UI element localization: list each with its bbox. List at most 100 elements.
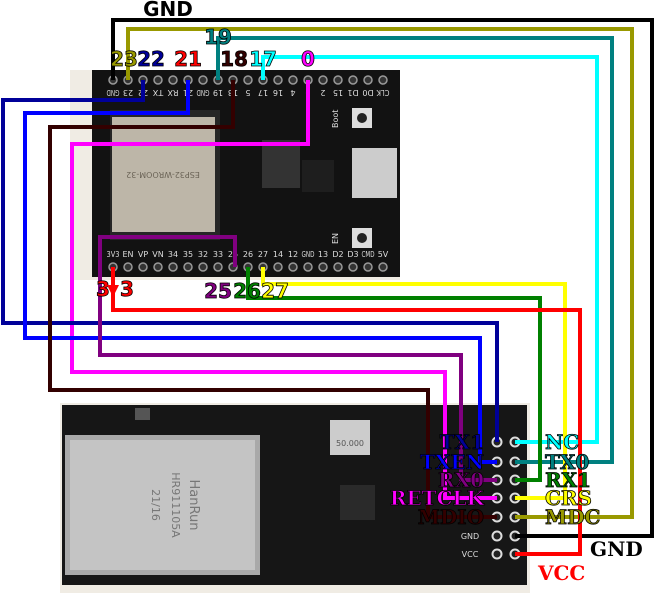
esp32-top-pin-label: TX xyxy=(152,88,164,97)
esp32-top-pin-label: GND xyxy=(107,88,120,97)
esp32-top-pin xyxy=(198,75,208,85)
esp32-top-pin xyxy=(273,75,283,85)
lan-gnd-label: GND xyxy=(590,537,643,561)
esp32-bottom-pin xyxy=(378,262,388,272)
esp32-top-pin xyxy=(168,75,178,85)
pin-0-label: 0 xyxy=(301,47,315,71)
esp32-bottom-pin-label: VN xyxy=(152,250,163,259)
lan8720-chip xyxy=(340,485,375,520)
vcc-silk: VCC xyxy=(462,550,479,559)
gpio27-crs-wire xyxy=(261,267,567,500)
rj45-part: HR911105A xyxy=(169,472,182,538)
esp32-bottom-pin xyxy=(138,262,148,272)
lan-label-retclk: RETCLK xyxy=(390,486,485,510)
esp32-bottom-pin xyxy=(333,262,343,272)
crystal xyxy=(330,420,370,455)
esp32-top-pin-label: 16 xyxy=(273,88,283,97)
lan8720-header-pin xyxy=(491,530,503,542)
pin-23-label: 23 xyxy=(110,47,138,71)
esp32-top-pin-label: 17 xyxy=(258,88,268,97)
esp32-top-pin xyxy=(333,75,343,85)
lan-label-rx1: RX1 xyxy=(545,468,591,492)
lan-label-txen: TXEN xyxy=(420,450,484,474)
esp32-bottom-pin-label: 14 xyxy=(273,250,283,259)
gpio22-tx1-wire xyxy=(1,80,499,442)
pin-17-label: 17 xyxy=(249,47,277,71)
esp32-bottom-pin-label: VP xyxy=(138,250,148,259)
pin-21-label: 21 xyxy=(174,47,202,71)
pin-26-label: 26 xyxy=(233,279,261,303)
esp32-top-pin xyxy=(153,75,163,85)
esp32-top-pin xyxy=(318,75,328,85)
esp32-top-pin xyxy=(243,75,253,85)
esp32-bottom-pin-label: 3V3 xyxy=(107,250,120,259)
arrow-down-icon xyxy=(107,285,119,297)
pin-25-label: 25 xyxy=(204,279,232,303)
crystal-text: 50.000 xyxy=(336,439,364,448)
esp32-bottom-pin-label: GND xyxy=(302,250,315,259)
esp32-bottom-pin-label: 13 xyxy=(318,250,328,259)
esp32-bottom-pin xyxy=(363,262,373,272)
esp32-bottom-pin xyxy=(213,262,223,272)
esp32-bottom-pin xyxy=(198,262,208,272)
lan-label-rx0: RX0 xyxy=(438,468,484,492)
esp32-top-pin-label: CLK xyxy=(376,88,390,97)
en-label: EN xyxy=(331,233,340,244)
lan-label-tx1: TX1 xyxy=(440,430,484,454)
esp32-bottom-pin xyxy=(123,262,133,272)
pin-19-label: 19 xyxy=(204,25,232,49)
esp32-bottom-pin-label: 5V xyxy=(378,250,389,259)
gpio26-rx1-wire xyxy=(246,267,542,482)
esp32-bottom-pin xyxy=(273,262,283,272)
esp32-bottom-pin xyxy=(303,262,313,272)
lan-label-tx0: TX0 xyxy=(545,450,589,474)
esp32-bottom-pin-label: D2 xyxy=(332,250,343,259)
esp32-bottom-pin-label: 12 xyxy=(288,250,298,259)
gpio17-nc-wire xyxy=(261,55,599,444)
esp32-bottom-pin-label: CMD xyxy=(362,250,375,259)
esp32-bottom-pin xyxy=(288,262,298,272)
esp32-top-pin xyxy=(288,75,298,85)
esp32-top-pin-label: 4 xyxy=(290,88,295,97)
lan8720-header-pin xyxy=(491,548,503,560)
gnd-top-label: GND xyxy=(143,0,193,21)
esp32-top-pin-label: 5 xyxy=(245,88,250,97)
esp32-top-pin-label: 2 xyxy=(320,88,325,97)
esp32-bottom-pin-label: EN xyxy=(122,250,133,259)
gnd-silk: GND xyxy=(461,532,479,541)
pin-18-label: 18 xyxy=(220,47,248,71)
lan8720-board: HanRun HR911105A 21/16 50.000 GND VCC xyxy=(60,403,530,593)
esp32-top-pin-label: GND xyxy=(197,88,210,97)
gpio0-retclk-wire xyxy=(70,80,497,500)
gpio21-txen-wire xyxy=(23,80,497,464)
esp32-bottom-pin-label: 32 xyxy=(198,250,208,259)
esp32-bottom-pin xyxy=(153,262,163,272)
esp32-top-pin-label: 15 xyxy=(333,88,343,97)
rj45-date: 21/16 xyxy=(149,489,162,521)
boot-label: Boot xyxy=(331,110,340,128)
esp32-top-pin-label: D0 xyxy=(362,88,373,97)
esp32-top-pin xyxy=(378,75,388,85)
gnd-wire xyxy=(111,18,654,538)
esp32-top-pin-label: 19 xyxy=(213,88,223,97)
pin-27-label: 27 xyxy=(261,279,289,303)
pin-3v3-label-b: 3 xyxy=(120,277,134,301)
gpio23-mdc-wire xyxy=(126,27,634,519)
lan-vcc-label: VCC xyxy=(537,561,585,585)
esp32-top-pin xyxy=(363,75,373,85)
esp32-bottom-pin-label: 26 xyxy=(243,250,253,259)
esp32-top-pin-label: 23 xyxy=(123,88,133,97)
esp32-top-pin-label: RX xyxy=(167,88,179,97)
esp32-bottom-pin xyxy=(183,262,193,272)
esp32-bottom-pin xyxy=(348,262,358,272)
esp32-bottom-pin-label: 33 xyxy=(213,250,223,259)
esp32-top-pin-label: D1 xyxy=(347,88,358,97)
esp32-bottom-pin xyxy=(168,262,178,272)
gpio25-rx0-wire xyxy=(98,235,497,482)
esp32-top-pin xyxy=(348,75,358,85)
module-text: ESP32-WROOM-32 xyxy=(126,170,200,179)
esp32-bottom-pin-label: D3 xyxy=(347,250,358,259)
